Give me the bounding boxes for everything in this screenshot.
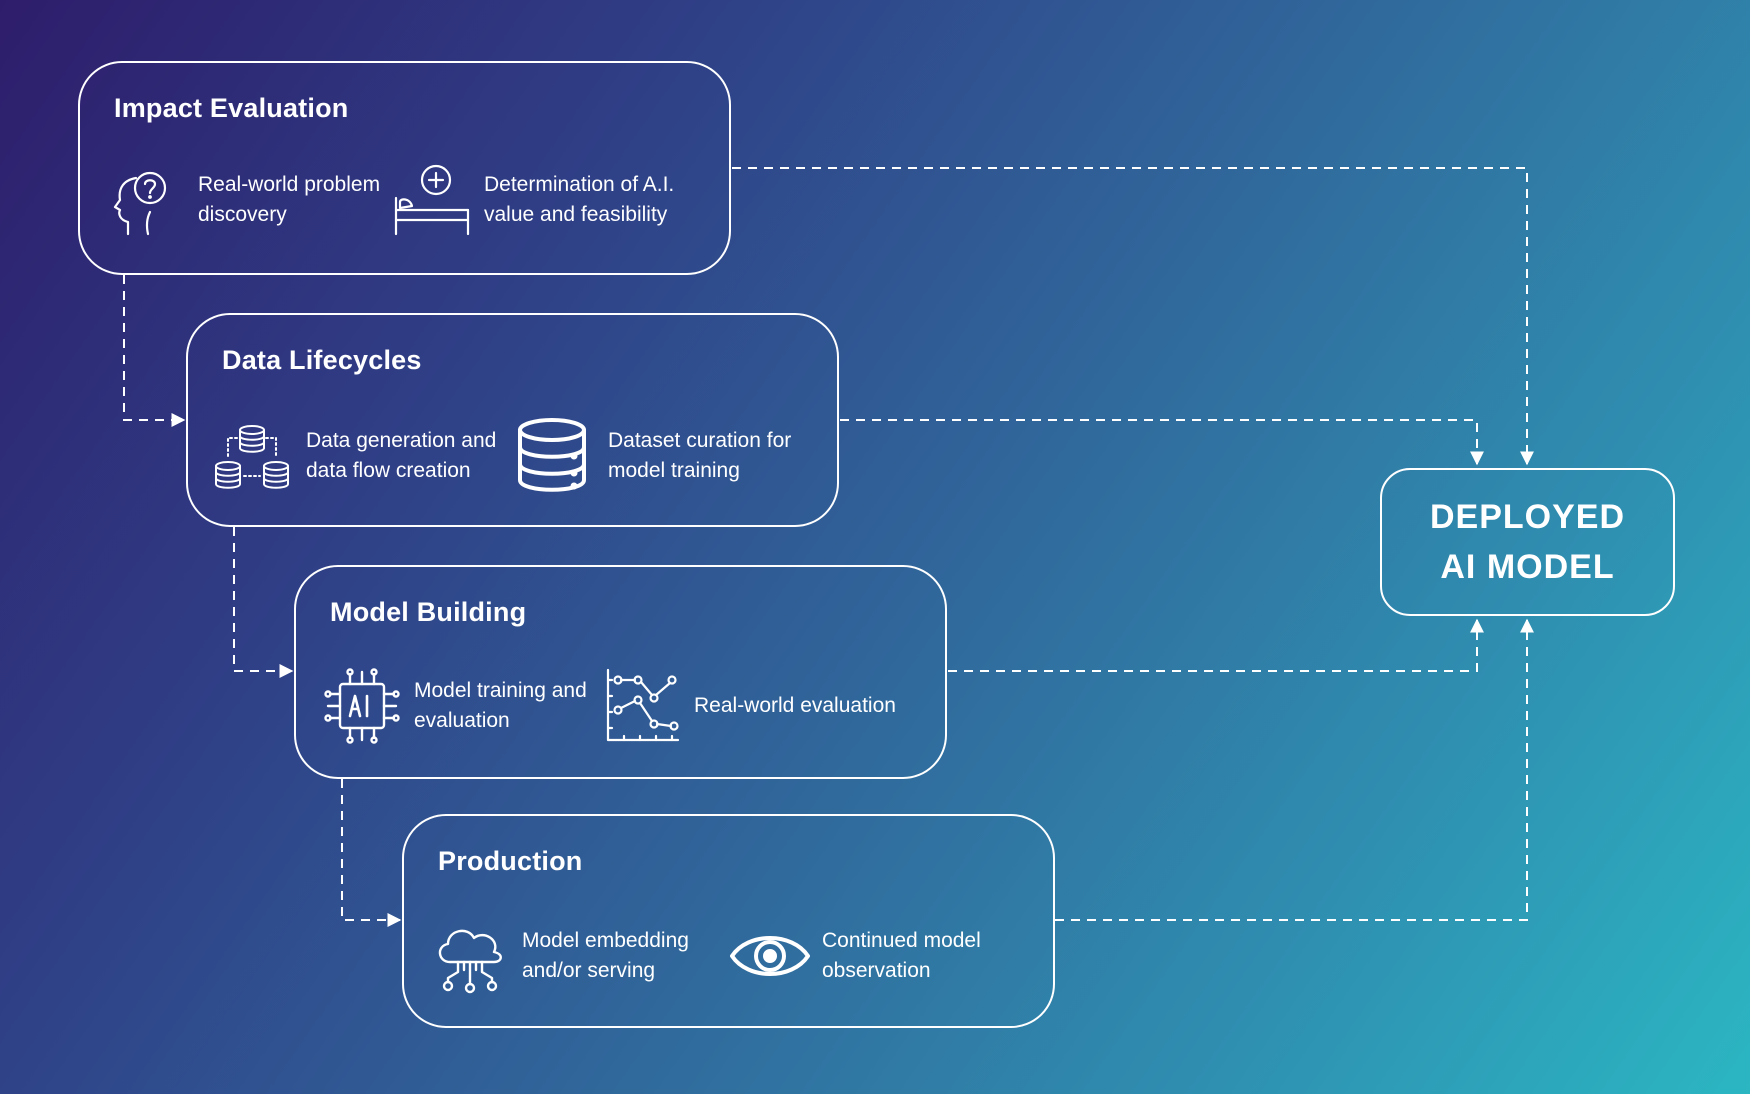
connector-data-to-model — [233, 527, 294, 678]
stage-item: Model training and evaluation — [322, 666, 587, 746]
stage-title: Production — [438, 846, 583, 876]
stage-item: Determination of A.I. value and feasibil… — [392, 160, 674, 240]
stage-data-lifecycles: Data Lifecycles Data generation and data… — [186, 313, 839, 527]
head-question-icon — [106, 160, 186, 240]
item-label: Continued model observation — [822, 929, 981, 982]
item-label: Model training and evaluation — [414, 679, 587, 732]
item-label: Real-world evaluation — [694, 694, 896, 717]
stage-title: Impact Evaluation — [114, 93, 349, 123]
item-label: Data generation and data flow creation — [306, 429, 497, 482]
connector-model-to-production — [341, 779, 402, 927]
deployed-ai-model-label: DEPLOYED AI MODEL — [1429, 498, 1626, 586]
ai-chip-icon — [322, 666, 402, 746]
eye-icon — [730, 916, 810, 996]
database-icon — [516, 416, 596, 496]
item-label: Real-world problem discovery — [198, 173, 381, 226]
stage-title: Data Lifecycles — [222, 345, 422, 375]
stage-title: Model Building — [330, 597, 527, 627]
item-label: Determination of A.I. value and feasibil… — [484, 173, 675, 226]
connector-model-to-deployed — [948, 618, 1484, 672]
item-label: Model embedding and/or serving — [522, 929, 689, 982]
line-chart-icon — [602, 666, 682, 746]
stage-impact-evaluation: Impact Evaluation Real-world problem dis… — [78, 61, 731, 275]
database-flow-icon — [214, 416, 294, 496]
deployed-ai-model-box: DEPLOYED AI MODEL — [1380, 468, 1675, 616]
stage-item: Dataset curation for model training — [516, 416, 791, 496]
stage-item: Real-world problem discovery — [106, 160, 380, 240]
stage-item: Continued model observation — [730, 916, 981, 996]
stage-item: Data generation and data flow creation — [214, 416, 496, 496]
stage-item: Real-world evaluation — [602, 666, 896, 746]
item-label: Dataset curation for model training — [608, 429, 792, 482]
cloud-network-icon — [430, 916, 510, 996]
connector-impact-to-data — [123, 275, 186, 427]
connector-impact-to-deployed — [732, 167, 1534, 466]
stage-model-building: Model Building Model training and evalua… — [294, 565, 947, 779]
connector-data-to-deployed — [840, 419, 1484, 466]
stage-production: Production Model embedding and/or servin… — [402, 814, 1055, 1028]
hospital-bed-icon — [392, 160, 472, 240]
stage-item: Model embedding and/or serving — [430, 916, 689, 996]
connector-production-to-deployed — [1055, 618, 1534, 921]
